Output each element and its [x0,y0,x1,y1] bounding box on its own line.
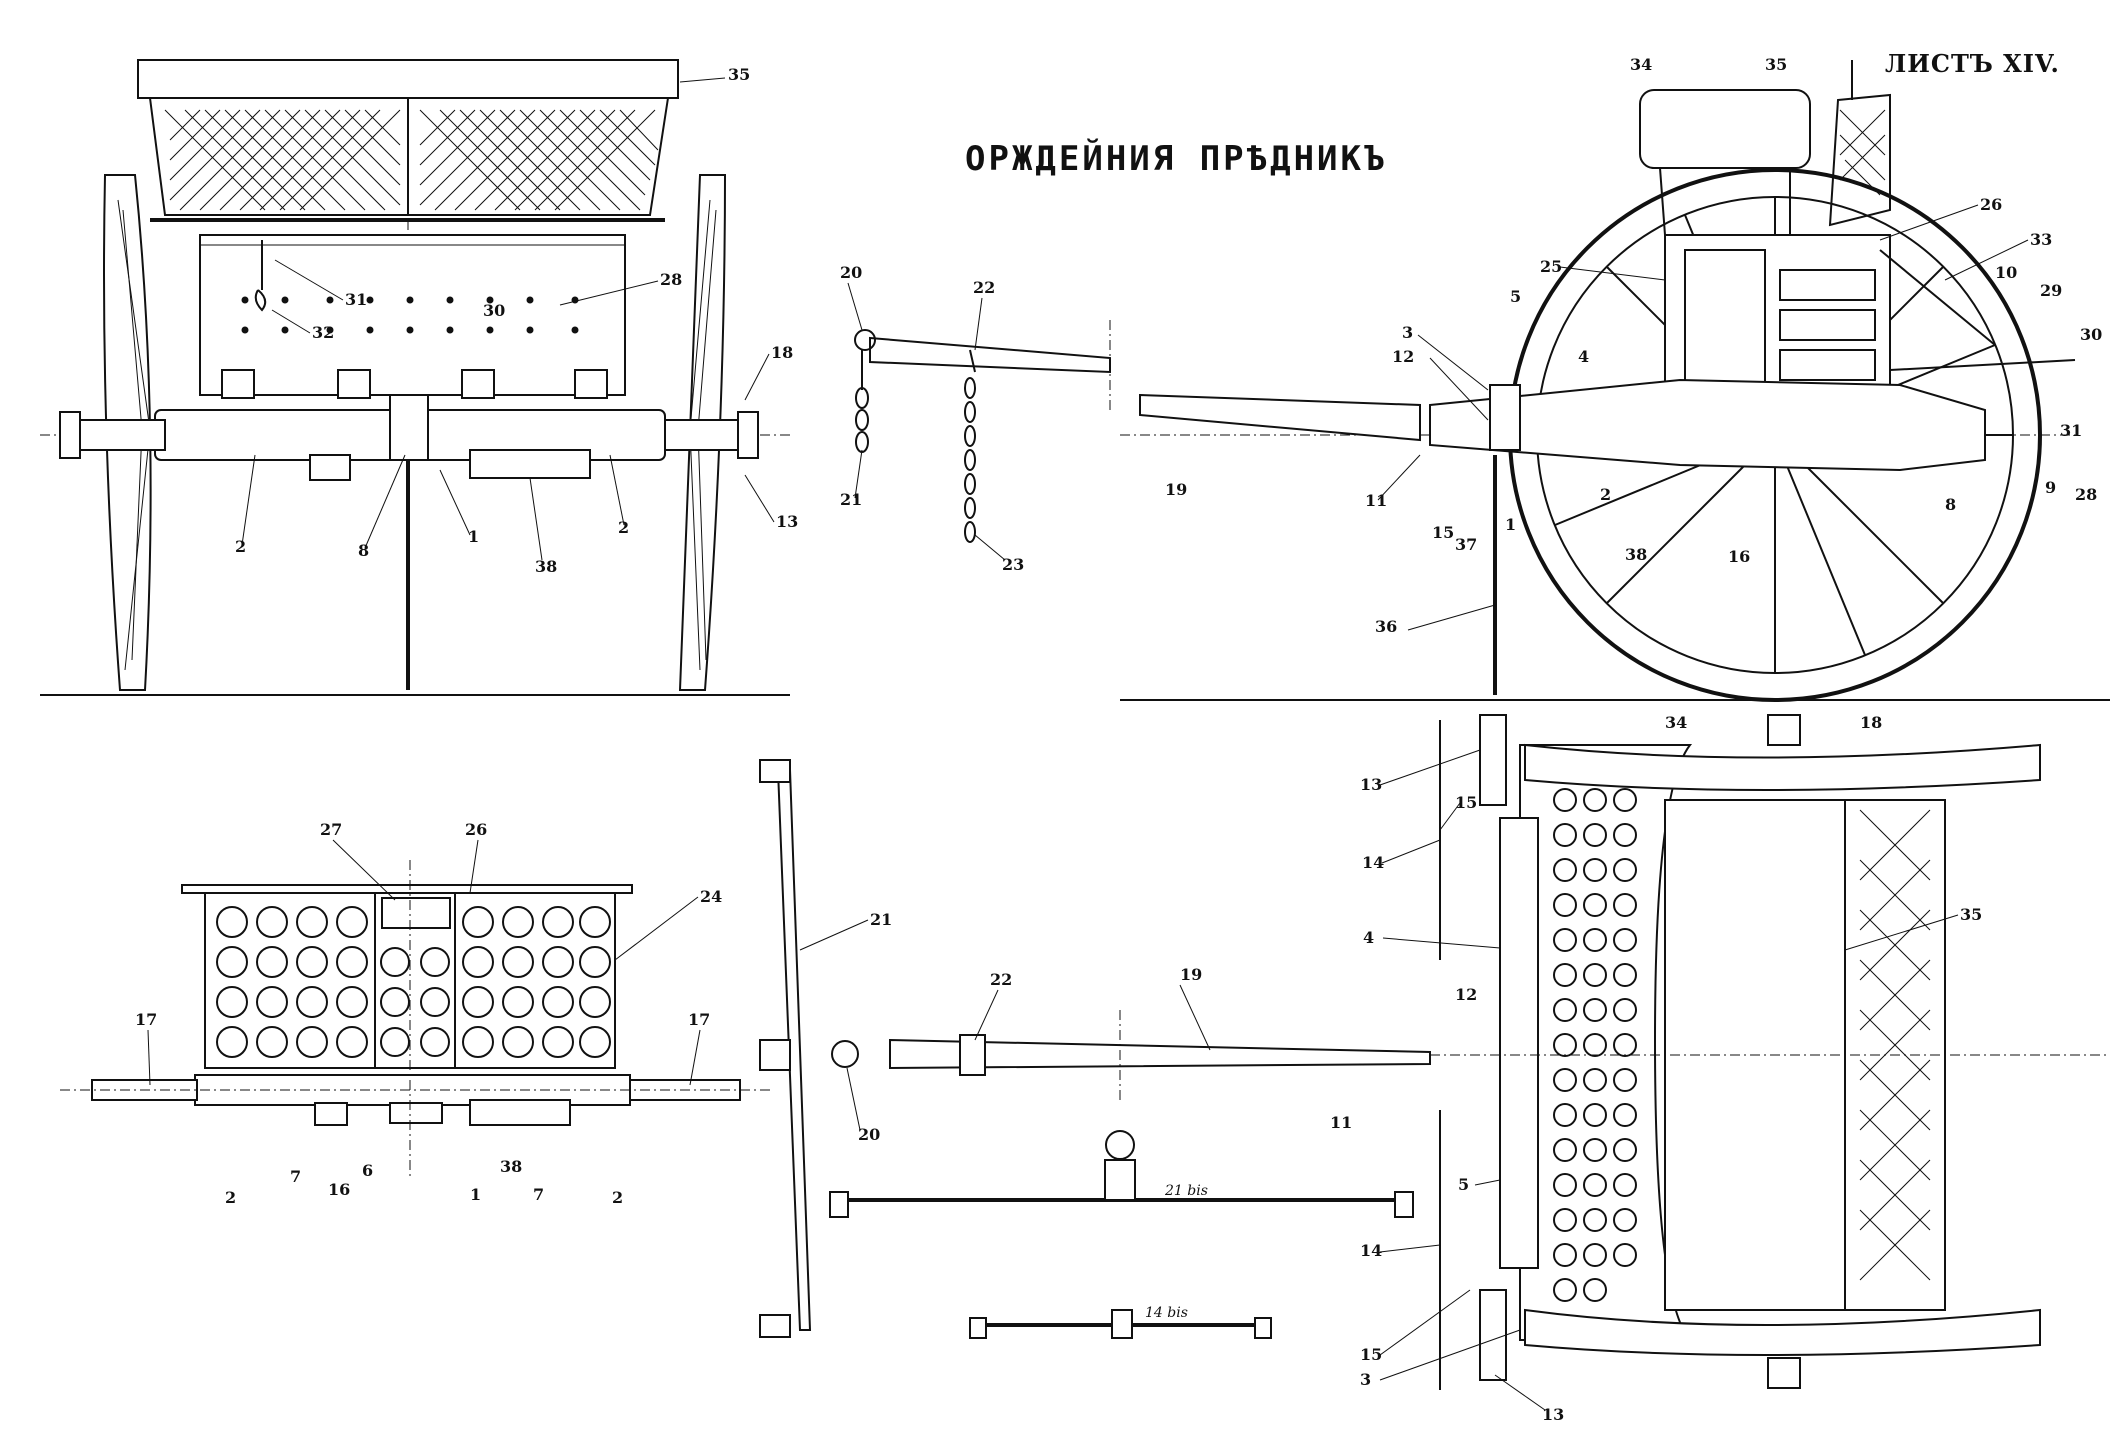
note-swingletree-small: 14 bis [1145,1305,1188,1321]
label-38-front: 38 [535,557,557,576]
label-8-side: 8 [1945,495,1956,514]
label-29-side: 29 [2040,281,2062,300]
front-elevation-view: 35 31 32 30 28 18 2 8 1 38 2 13 [40,59,798,700]
label-34-plan: 34 [1665,713,1687,732]
label-2-front-left: 2 [235,537,246,556]
label-37-side: 37 [1455,535,1477,554]
label-4-side: 4 [1578,347,1589,366]
label-2-chest-right: 2 [612,1188,623,1207]
side-view-frame [1429,378,1986,472]
label-6-chest: 6 [362,1161,373,1180]
label-38-side: 38 [1625,545,1647,564]
plan-bottom-wheel [1524,1308,2041,1356]
label-22-pole: 22 [973,278,995,297]
label-14-plan-top: 14 [1362,853,1384,872]
label-1-chest: 1 [470,1185,481,1204]
pole-plan-view: 21 bis 14 bis 21 22 19 20 11 12 [759,759,1477,1339]
label-35-front: 35 [728,65,750,84]
label-31-front: 31 [345,290,367,309]
label-38-chest: 38 [500,1157,522,1176]
label-16-side: 16 [1728,547,1750,566]
limber-plan-view: 13 15 14 4 5 14 15 3 13 34 18 35 [1360,713,2110,1424]
label-24-chest: 24 [700,887,722,906]
note-swingletree-large: 21 bis [1164,1183,1208,1199]
label-13-plan-bottom: 13 [1542,1405,1564,1424]
label-20-plan: 20 [858,1125,880,1144]
label-35-plan: 35 [1960,905,1982,924]
label-23-pole: 23 [1002,555,1024,574]
label-18-plan: 18 [1860,713,1882,732]
label-14-plan-bottom: 14 [1360,1241,1382,1260]
label-5-plan: 5 [1458,1175,1469,1194]
label-20-pole: 20 [840,263,862,282]
label-7-chest-left: 7 [290,1167,301,1186]
label-28-front: 28 [660,270,682,289]
label-2-front-right: 2 [618,518,629,537]
front-view-seat-box [137,59,679,222]
front-view-axle [59,394,759,481]
swingletree-21-bis: 21 bis [829,1130,1414,1218]
sheet-title: ОРЖДЕЙНИЯ ПРѢДНИКЪ [965,138,1387,179]
label-3-side: 3 [1402,323,1413,342]
pole-chain [964,377,976,543]
label-15-plan-bottom: 15 [1360,1345,1382,1364]
side-view-seat [1639,60,1891,236]
side-elevation-view: 34 35 26 33 25 5 3 12 4 10 29 30 11 15 3… [1120,55,2110,702]
label-27-chest: 27 [320,820,342,839]
label-19-plan: 19 [1180,965,1202,984]
side-view-pole [1139,393,1421,442]
plan-top-wheel [1524,743,2041,791]
label-4-plan: 4 [1363,928,1374,947]
label-8-front: 8 [358,541,369,560]
chest-cartridge-cells [216,906,611,1058]
label-26-side: 26 [1980,195,2002,214]
pole-elevation-view: 20 22 21 23 [840,263,1111,574]
label-1-side: 1 [1505,515,1516,534]
label-33-side: 33 [2030,230,2052,249]
label-17-chest-right: 17 [688,1010,710,1029]
label-19-side: 19 [1165,480,1187,499]
label-5-side: 5 [1510,287,1521,306]
label-12-plan: 12 [1455,985,1477,1004]
side-view-chest [1664,234,1891,396]
label-2-side: 2 [1600,485,1611,504]
label-15-plan-top: 15 [1455,793,1477,812]
side-view-chain [1879,249,1996,346]
swingletree-14-bis: 14 bis [969,1305,1272,1339]
label-7-chest-right: 7 [533,1185,544,1204]
label-31-side: 31 [2060,421,2082,440]
label-22-plan: 22 [990,970,1012,989]
side-view-pole-hounds [1489,384,1521,451]
sheet-number: ЛИСТЪ XIV. [1885,49,2060,78]
label-36-side: 36 [1375,617,1397,636]
label-32-front: 32 [312,323,334,342]
label-11-plan: 11 [1330,1113,1352,1132]
label-15-side: 15 [1432,523,1454,542]
label-9-side: 9 [2045,478,2056,497]
label-21-plan: 21 [870,910,892,929]
front-view-ammunition-chest [199,234,626,399]
label-10-side: 10 [1995,263,2017,282]
label-16-chest: 16 [328,1180,350,1199]
label-17-chest-left: 17 [135,1010,157,1029]
label-13-plan-top: 13 [1360,775,1382,794]
label-35-side: 35 [1765,55,1787,74]
label-28-side: 28 [2075,485,2097,504]
label-21-pole: 21 [840,490,862,509]
plan-pole [889,1038,1431,1070]
label-13-front: 13 [776,512,798,531]
label-1-front: 1 [468,527,479,546]
label-12-side: 12 [1392,347,1414,366]
label-18-front: 18 [771,343,793,362]
label-2-chest-left: 2 [225,1188,236,1207]
label-3-plan: 3 [1360,1370,1371,1389]
chest-plan-view: 27 26 24 17 17 2 7 16 6 1 38 7 2 [60,820,770,1207]
label-26-chest: 26 [465,820,487,839]
label-34-side: 34 [1630,55,1652,74]
label-25-side: 25 [1540,257,1562,276]
label-30-front: 30 [483,301,505,320]
label-30-side: 30 [2080,325,2102,344]
